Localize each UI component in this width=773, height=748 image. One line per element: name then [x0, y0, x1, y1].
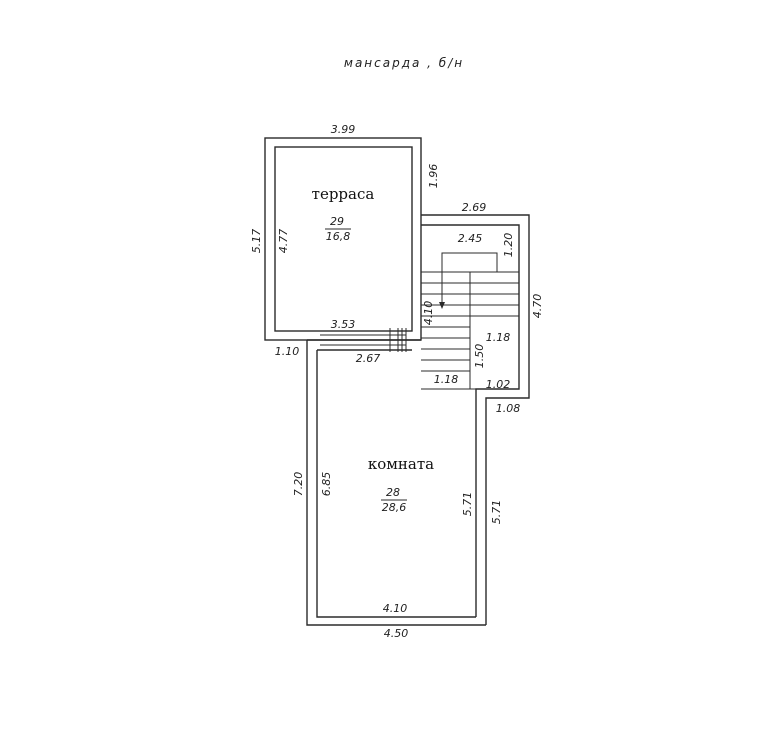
- terrace-number: 29: [330, 215, 344, 228]
- dim-stair-right-outer: 4.70: [531, 294, 544, 319]
- dim-stair-landing-width: 1.18: [486, 331, 511, 344]
- dim-room-left-inner: 6.85: [320, 472, 333, 497]
- dim-stair-bottom-right: 1.02: [486, 378, 511, 391]
- dim-stair-bottom-width: 1.18: [434, 373, 459, 386]
- dim-room-right-inner: 5.71: [461, 492, 474, 517]
- stair-block-walls: [421, 214, 530, 625]
- dim-terrace-top: 3.99: [331, 123, 356, 136]
- dim-stair-landing-height: 1.50: [473, 344, 486, 369]
- dim-step-offset: 1.08: [496, 402, 521, 415]
- dim-room-right-outer: 5.71: [490, 500, 503, 525]
- room-name: комната: [368, 455, 434, 473]
- dim-terrace-left-outer: 5.17: [250, 229, 263, 254]
- staircase: [421, 252, 519, 389]
- dim-room-bottom-outer: 4.50: [384, 627, 409, 640]
- room-walls: [306, 339, 486, 626]
- dim-stair-right-upper: 1.20: [502, 233, 515, 258]
- dim-left-stub: 1.10: [275, 345, 300, 358]
- terrace-area: 16,8: [326, 230, 351, 243]
- room-number: 28: [386, 486, 400, 499]
- dim-stair-top-outer: 2.69: [462, 201, 487, 214]
- dim-terrace-left-inner: 4.77: [277, 229, 290, 254]
- terrace-opening: [320, 328, 407, 352]
- dim-room-bottom-inner: 4.10: [383, 602, 408, 615]
- dim-terrace-right-upper: 1.96: [427, 164, 440, 189]
- dim-stair-inner-top: 2.45: [458, 232, 483, 245]
- terrace-name: терраса: [312, 185, 375, 203]
- plan-title: мансарда , б/н: [344, 56, 464, 70]
- dim-stair-run: 4.10: [422, 301, 435, 326]
- dim-opening-width: 2.67: [356, 352, 381, 365]
- room-area: 28,6: [382, 501, 407, 514]
- dim-room-left-outer: 7.20: [292, 472, 305, 497]
- dim-terrace-bottom-inner: 3.53: [331, 318, 356, 331]
